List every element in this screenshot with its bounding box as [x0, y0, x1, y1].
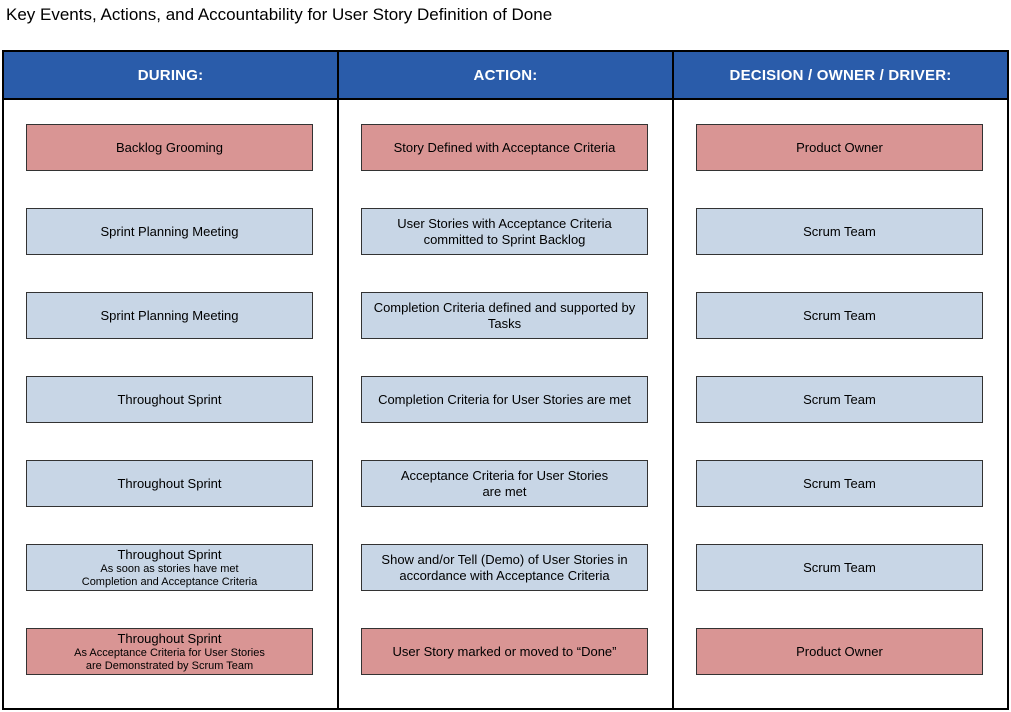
action-card-label: Completion Criteria defined and supporte… [373, 299, 636, 331]
during-card: Backlog Grooming [26, 124, 313, 171]
during-card: Sprint Planning Meeting [26, 292, 313, 339]
action-column-header: ACTION: [339, 52, 672, 100]
owner-card-label: Product Owner [796, 139, 883, 155]
during-card: Throughout Sprint [26, 376, 313, 423]
during-card-label: Sprint Planning Meeting [100, 307, 239, 323]
owner-card-label: Scrum Team [803, 559, 876, 575]
owner-card: Scrum Team [696, 460, 983, 507]
owner-card: Scrum Team [696, 208, 983, 255]
during-card-label: Throughout Sprint [117, 630, 222, 646]
action-card-label: User Story marked or moved to “Done” [392, 643, 617, 659]
owner-card: Scrum Team [696, 544, 983, 591]
during-card-sublabel: As Acceptance Criteria for User Stories … [74, 646, 265, 672]
owner-card: Product Owner [696, 124, 983, 171]
owner-card-label: Product Owner [796, 643, 883, 659]
page-title: Key Events, Actions, and Accountability … [6, 5, 553, 24]
action-card: Completion Criteria defined and supporte… [361, 292, 648, 339]
owner-card-label: Scrum Team [803, 223, 876, 239]
owner-card-label: Scrum Team [803, 307, 876, 323]
action-card: Acceptance Criteria for User Stories are… [361, 460, 648, 507]
action-card: Completion Criteria for User Stories are… [361, 376, 648, 423]
during-card-label: Sprint Planning Meeting [100, 223, 239, 239]
during-card-sublabel: As soon as stories have met Completion a… [81, 562, 258, 588]
action-card-label: Show and/or Tell (Demo) of User Stories … [381, 551, 628, 583]
owner-card-label: Scrum Team [803, 391, 876, 407]
owner-card-label: Scrum Team [803, 475, 876, 491]
action-card-label: Story Defined with Acceptance Criteria [393, 139, 616, 155]
owner-card: Product Owner [696, 628, 983, 675]
action-column: ACTION: Story Defined with Acceptance Cr… [337, 50, 674, 710]
owner-column-header: DECISION / OWNER / DRIVER: [674, 52, 1007, 100]
during-card-label: Throughout Sprint [117, 475, 222, 491]
action-card-label: Acceptance Criteria for User Stories are… [400, 467, 609, 499]
during-card-label: Backlog Grooming [116, 139, 223, 155]
action-card-label: Completion Criteria for User Stories are… [378, 391, 631, 407]
during-card: Sprint Planning Meeting [26, 208, 313, 255]
owner-card: Scrum Team [696, 376, 983, 423]
owner-card: Scrum Team [696, 292, 983, 339]
owner-column: DECISION / OWNER / DRIVER: Product Owner… [672, 50, 1009, 710]
during-card: Throughout Sprint [26, 460, 313, 507]
during-card-label: Throughout Sprint [117, 546, 222, 562]
during-column-header: DURING: [4, 52, 337, 100]
action-card: Show and/or Tell (Demo) of User Stories … [361, 544, 648, 591]
action-card-label: User Stories with Acceptance Criteria co… [397, 215, 612, 247]
action-card: Story Defined with Acceptance Criteria [361, 124, 648, 171]
during-card-label: Throughout Sprint [117, 391, 222, 407]
action-card: User Story marked or moved to “Done” [361, 628, 648, 675]
action-card: User Stories with Acceptance Criteria co… [361, 208, 648, 255]
